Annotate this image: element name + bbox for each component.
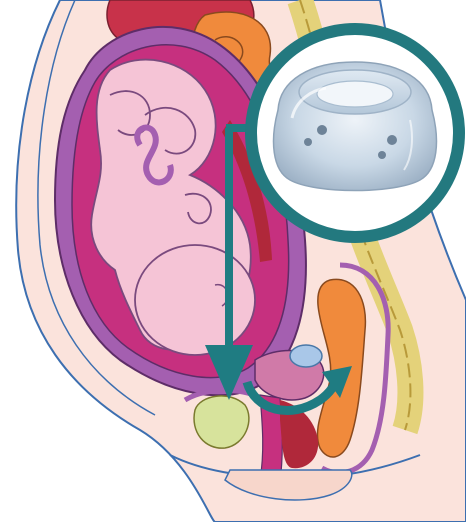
bladder	[194, 396, 249, 448]
pessary-opening	[317, 81, 393, 107]
pessary-hole	[304, 138, 312, 146]
pessary-inset	[250, 28, 460, 238]
pessary-hole	[378, 151, 386, 159]
pessary-hole	[387, 135, 397, 145]
pessary-hole	[317, 125, 327, 135]
pessary-in-place	[290, 345, 322, 367]
fetus-head	[135, 245, 255, 355]
